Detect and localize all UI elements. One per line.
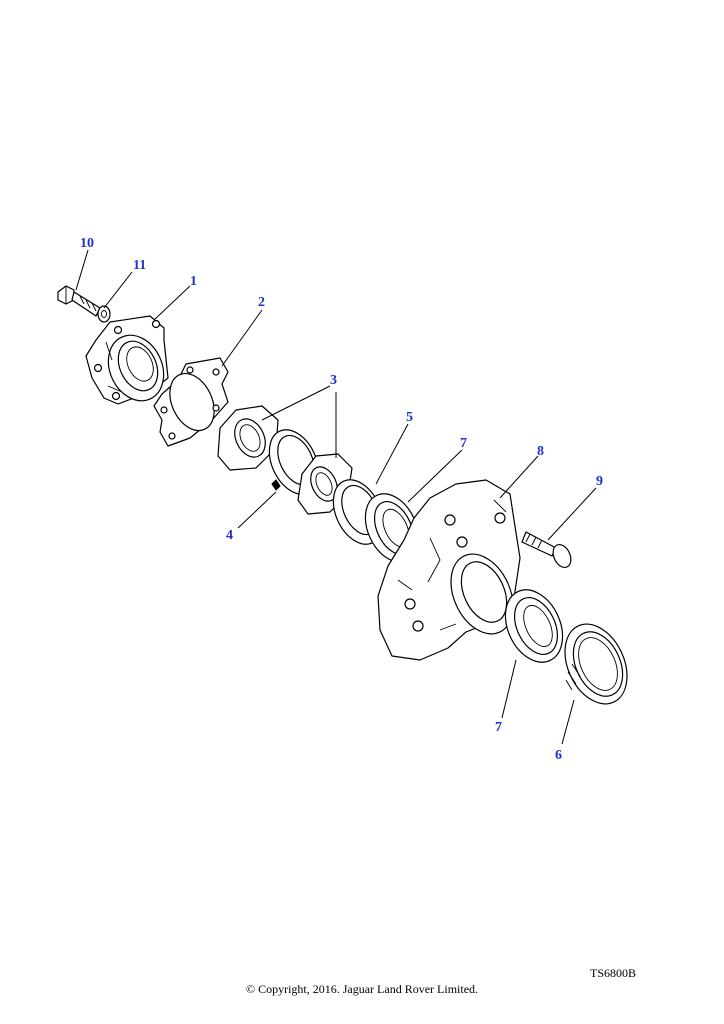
callouts: 10 11 1 2 3 5 7 8 9 4 7 6 [80, 236, 603, 763]
leader-7a [407, 449, 463, 503]
part-bolt-10 [57, 285, 101, 317]
callout-7-lower[interactable]: 7 [495, 720, 502, 735]
part-seal-6 [564, 623, 628, 705]
leader-8 [499, 455, 539, 499]
leader-6 [561, 699, 575, 745]
part-nut-3a [217, 405, 279, 471]
part-gasket-2 [153, 357, 229, 447]
figure-code: TS6800B [590, 966, 637, 980]
part-bearing-7b [504, 589, 564, 663]
leader-3a [261, 385, 331, 421]
callout-5[interactable]: 5 [406, 410, 413, 425]
leader-1 [153, 285, 191, 321]
leader-4 [237, 491, 277, 529]
leader-11 [103, 271, 133, 309]
part-stud-9 [521, 531, 572, 568]
leader-2 [221, 309, 263, 367]
part-hub-8 [377, 479, 521, 661]
callout-1[interactable]: 1 [190, 274, 197, 289]
part-washer-11 [97, 305, 111, 323]
callout-4[interactable]: 4 [226, 528, 233, 543]
callout-10[interactable]: 10 [80, 236, 94, 251]
leader-lines [75, 249, 597, 745]
callout-7-upper[interactable]: 7 [460, 436, 467, 451]
callout-9[interactable]: 9 [596, 474, 603, 489]
leader-10 [75, 249, 89, 291]
leader-7b [501, 659, 517, 719]
callout-11[interactable]: 11 [133, 258, 146, 273]
copyright-notice: © Copyright, 2016. Jaguar Land Rover Lim… [245, 982, 479, 996]
leader-9 [547, 487, 597, 541]
leader-5 [375, 423, 409, 485]
callout-8[interactable]: 8 [537, 444, 544, 459]
callout-2[interactable]: 2 [258, 295, 265, 310]
callout-3[interactable]: 3 [330, 373, 337, 388]
part-housing-1 [85, 315, 169, 405]
callout-6[interactable]: 6 [555, 748, 562, 763]
